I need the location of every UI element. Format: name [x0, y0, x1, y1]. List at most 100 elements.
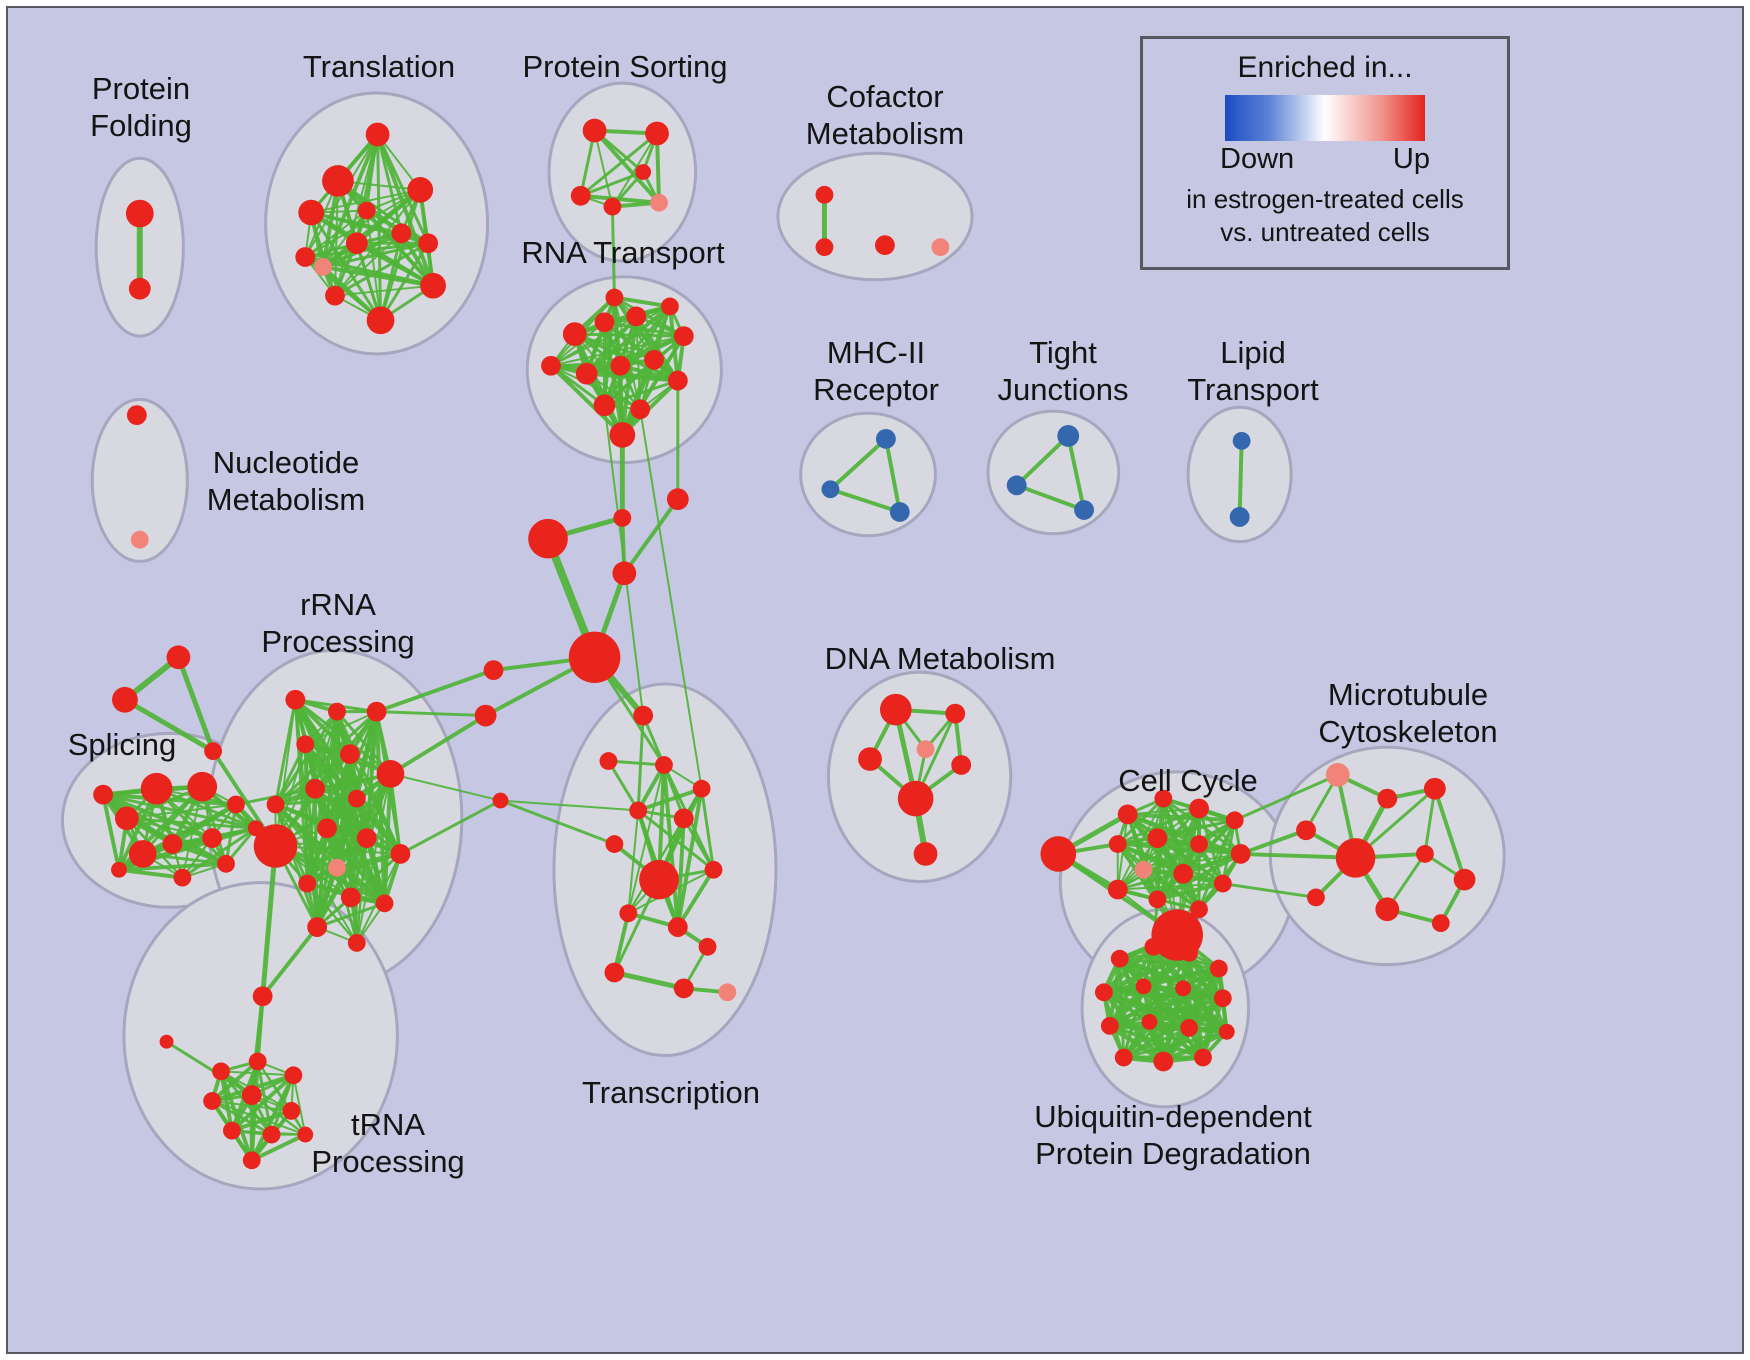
- network-edge: [828, 487, 902, 514]
- gene-set-node-trna-processing-9: [297, 1126, 314, 1143]
- gene-set-node-protein-folding-0: [125, 199, 154, 228]
- gene-set-node-dna-metabolism-3: [916, 740, 935, 759]
- network-edge: [1122, 1030, 1229, 1059]
- network-edge: [101, 792, 121, 872]
- network-edge: [499, 799, 640, 812]
- gene-set-node-translation-2: [298, 199, 325, 226]
- gene-set-node-ubiquitin-degradation-9: [1141, 1014, 1158, 1030]
- network-edge: [101, 792, 215, 841]
- network-edge: [165, 1040, 254, 1097]
- gene-set-node-cofactor-metabolism-2: [875, 235, 895, 256]
- gene-set-node-microtubule-cytoskeleton-6: [1453, 868, 1476, 891]
- gene-set-node-ubiquitin-degradation-14: [1194, 1048, 1212, 1067]
- network-edge: [1142, 852, 1242, 871]
- gene-set-node-translation-7: [420, 272, 446, 299]
- gene-set-node-trna-processing-5: [241, 1085, 262, 1105]
- gene-set-node-cell-cycle-7: [1190, 835, 1208, 853]
- gene-set-node-microtubule-cytoskeleton-4: [1335, 838, 1376, 878]
- gene-set-node-splicing-1: [187, 771, 218, 802]
- network-edge: [273, 802, 387, 906]
- network-edge: [313, 786, 387, 906]
- network-edge: [322, 209, 368, 268]
- gene-set-node-cofactor-metabolism-3: [931, 238, 950, 257]
- network-edge: [376, 133, 430, 245]
- network-edge: [593, 129, 614, 208]
- gene-set-node-trna-processing-0: [252, 986, 273, 1007]
- gene-set-node-tight-junctions-0: [1057, 425, 1080, 447]
- gene-set-node-transcription-13: [673, 978, 694, 999]
- gene-set-node-protein-sorting-3: [603, 197, 622, 216]
- gene-set-node-protein-sorting-0: [582, 118, 607, 143]
- gene-set-node-rna-transport-10: [667, 370, 688, 391]
- network-canvas: [61, 81, 1506, 1191]
- gene-set-node-dna-metabolism-1: [945, 703, 966, 724]
- network-edge: [612, 911, 631, 975]
- network-edge: [603, 404, 645, 717]
- network-edge: [274, 772, 392, 806]
- gene-set-node-ubiquitin-degradation-3: [1209, 959, 1228, 978]
- gene-set-node-connectors-2: [666, 488, 689, 511]
- gene-set-node-connectors-11: [159, 1034, 174, 1049]
- gene-set-node-cell-cycle-9: [1134, 860, 1153, 879]
- node-layer: [93, 118, 1476, 1170]
- gene-set-node-rna-transport-9: [644, 349, 664, 370]
- legend-caption-line1: in estrogen-treated cells: [1186, 184, 1464, 214]
- gene-set-node-mhc-ii-receptor-1: [821, 480, 840, 499]
- gene-set-node-trna-processing-10: [242, 1151, 261, 1170]
- gene-set-node-dna-metabolism-0: [879, 693, 912, 726]
- gene-set-node-rna-transport-2: [594, 312, 615, 333]
- network-edge: [1156, 819, 1236, 840]
- network-edge: [627, 809, 640, 915]
- gene-set-node-ubiquitin-degradation-13: [1153, 1051, 1174, 1072]
- gene-set-node-microtubule-cytoskeleton-2: [1423, 777, 1446, 800]
- network-edge: [122, 697, 216, 754]
- network-edge: [1116, 842, 1243, 856]
- gene-set-node-rrna-processing-14: [298, 874, 317, 893]
- gene-set-node-rrna-processing-12: [253, 824, 298, 868]
- gene-set-node-cell-cycle-3: [1189, 798, 1209, 819]
- network-edge: [175, 654, 216, 754]
- cluster-ellipse-protein-sorting: [547, 81, 698, 263]
- gene-set-node-rrna-processing-13: [328, 858, 346, 877]
- network-edge: [116, 867, 185, 880]
- network-edge: [1014, 433, 1071, 488]
- network-edge: [321, 264, 436, 288]
- network-edge: [549, 315, 638, 367]
- gene-set-node-rrna-processing-16: [375, 894, 394, 913]
- gene-set-node-lipid-transport-0: [1232, 431, 1251, 450]
- network-edge: [883, 436, 902, 514]
- gene-set-node-translation-9: [325, 285, 345, 306]
- network-edge: [333, 209, 368, 297]
- gene-set-node-rna-transport-8: [610, 355, 631, 376]
- network-edge: [315, 866, 339, 929]
- gene-set-node-transcription-1: [599, 752, 618, 770]
- network-edge: [274, 803, 352, 899]
- gene-set-node-transcription-2: [655, 756, 673, 774]
- gene-set-node-trna-processing-7: [223, 1121, 241, 1140]
- gene-set-node-cell-cycle-2: [1154, 789, 1173, 808]
- gene-set-node-ubiquitin-degradation-12: [1114, 1048, 1133, 1067]
- gene-set-node-cell-cycle-5: [1108, 835, 1127, 853]
- network-edge: [579, 170, 645, 198]
- gene-set-node-translation-3: [407, 176, 434, 203]
- gene-set-node-microtubule-cytoskeleton-1: [1377, 788, 1398, 809]
- gene-set-node-protein-sorting-2: [570, 185, 591, 206]
- network-edge: [116, 861, 228, 872]
- gene-set-node-splicing-6: [202, 828, 223, 848]
- network-edge: [1101, 944, 1156, 995]
- gene-set-node-translation-4: [345, 232, 368, 255]
- legend-caption-line2: vs. untreated cells: [1220, 217, 1430, 247]
- network-edge: [274, 803, 319, 929]
- network-edge: [1432, 786, 1467, 882]
- gene-set-node-nucleotide-metabolism-0: [126, 405, 147, 426]
- gene-set-node-dna-metabolism-2: [858, 747, 882, 771]
- network-edge: [210, 1099, 274, 1137]
- network-edge: [101, 793, 258, 830]
- gene-set-node-rna-transport-3: [626, 306, 647, 327]
- network-edge: [549, 363, 625, 437]
- gene-set-node-ubiquitin-degradation-10: [1180, 1018, 1199, 1037]
- network-edge: [274, 698, 297, 848]
- network-edge: [622, 497, 680, 576]
- gene-set-node-cell-cycle-10: [1173, 863, 1194, 884]
- gene-set-node-splicing-7: [93, 784, 114, 805]
